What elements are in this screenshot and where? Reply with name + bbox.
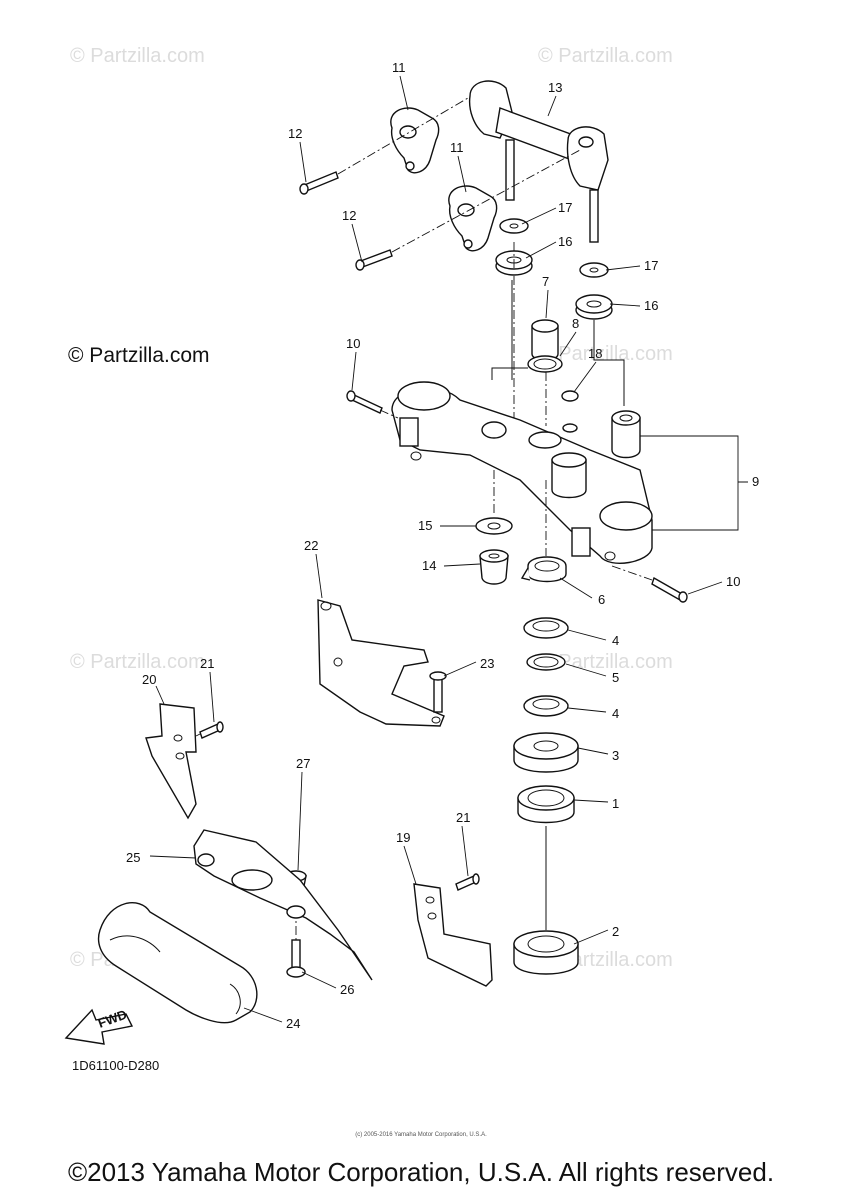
callout-21: 21 bbox=[456, 810, 470, 825]
small-copyright: (c) 2005-2016 Yamaha Motor Corporation, … bbox=[355, 1132, 487, 1138]
copyright-footer: ©2013 Yamaha Motor Corporation, U.S.A. A… bbox=[67, 1157, 775, 1187]
partzilla-watermark: © Partzilla.com bbox=[68, 344, 210, 367]
washer-15 bbox=[475, 517, 513, 535]
callout-21: 21 bbox=[200, 656, 214, 671]
bearing-cover-3 bbox=[513, 732, 579, 773]
callout-19: 19 bbox=[396, 830, 410, 845]
bolt-12-upper bbox=[299, 171, 339, 195]
washer-17-right bbox=[579, 262, 609, 278]
callout-23: 23 bbox=[480, 656, 494, 671]
bearing-1 bbox=[517, 785, 575, 824]
cover-24 bbox=[97, 902, 258, 1024]
callout-1: 1 bbox=[612, 796, 619, 811]
callout-17: 17 bbox=[558, 200, 572, 215]
callout-11: 11 bbox=[392, 60, 406, 75]
callout-26: 26 bbox=[340, 982, 354, 997]
ring-nut-4-upper bbox=[523, 617, 569, 639]
callout-5: 5 bbox=[612, 670, 619, 685]
washer-5 bbox=[526, 653, 566, 671]
bolt-10-lower bbox=[651, 576, 688, 603]
callout-4: 4 bbox=[612, 706, 619, 721]
callout-18: 18 bbox=[588, 346, 602, 361]
callout-4: 4 bbox=[612, 633, 619, 648]
bracket-19 bbox=[413, 883, 493, 987]
bolt-26 bbox=[286, 939, 306, 978]
callout-14: 14 bbox=[422, 558, 436, 573]
watermark: © Partzilla.com bbox=[538, 45, 673, 67]
lock-washer-6 bbox=[520, 556, 567, 583]
callout-7: 7 bbox=[542, 274, 549, 289]
bolt-10-upper bbox=[346, 390, 383, 414]
bolt-21-right bbox=[455, 873, 480, 891]
upper-bracket bbox=[391, 381, 653, 564]
fwd-arrow-icon: FWD bbox=[64, 1007, 134, 1045]
handlebar-crown bbox=[468, 80, 609, 243]
callout-10: 10 bbox=[726, 574, 740, 589]
callout-3: 3 bbox=[612, 748, 619, 763]
watermark: © Partzilla.com bbox=[538, 651, 673, 673]
bolt-21-left bbox=[199, 721, 224, 739]
plug-18 bbox=[561, 390, 579, 402]
callout-6: 6 bbox=[598, 592, 605, 607]
bolt-12-lower bbox=[355, 249, 393, 271]
callout-17: 17 bbox=[644, 258, 658, 273]
cap-bolt-7 bbox=[531, 319, 559, 361]
callout-9: 9 bbox=[752, 474, 759, 489]
watermark: © Partzilla.com bbox=[538, 343, 673, 365]
bracket-20 bbox=[145, 703, 197, 820]
callout-27: 27 bbox=[296, 756, 310, 771]
callout-11: 11 bbox=[450, 140, 464, 155]
callout-16: 16 bbox=[644, 298, 658, 313]
callout-labels: 11 13 12 11 17 12 16 17 7 16 8 10 18 9 1… bbox=[126, 60, 759, 1031]
washer-17-left bbox=[499, 218, 529, 234]
bracket-22 bbox=[317, 599, 445, 727]
callout-20: 20 bbox=[142, 672, 156, 687]
callout-16: 16 bbox=[558, 234, 572, 249]
cover-25 bbox=[193, 829, 373, 981]
callout-25: 25 bbox=[126, 850, 140, 865]
handlebar-holder-lower bbox=[448, 185, 498, 252]
handlebar-holder-upper bbox=[390, 107, 440, 174]
callout-8: 8 bbox=[572, 316, 579, 331]
diagram-code: 1D61100-D280 bbox=[72, 1058, 160, 1073]
ring-nut-4-lower bbox=[523, 695, 569, 717]
callout-13: 13 bbox=[548, 80, 562, 95]
bolt-23 bbox=[429, 671, 447, 713]
bearing-2 bbox=[513, 930, 579, 975]
callout-12: 12 bbox=[342, 208, 356, 223]
callout-15: 15 bbox=[418, 518, 432, 533]
bushing-9 bbox=[611, 410, 641, 459]
watermark: © Partzilla.com bbox=[70, 45, 205, 67]
callout-12: 12 bbox=[288, 126, 302, 141]
callout-2: 2 bbox=[612, 924, 619, 939]
nut-14 bbox=[479, 549, 509, 585]
callout-24: 24 bbox=[286, 1016, 300, 1031]
watermark: © Partzilla.com bbox=[70, 651, 205, 673]
callout-10: 10 bbox=[346, 336, 360, 351]
washer-8 bbox=[527, 355, 563, 373]
callout-22: 22 bbox=[304, 538, 318, 553]
damper-16-right bbox=[575, 294, 613, 320]
